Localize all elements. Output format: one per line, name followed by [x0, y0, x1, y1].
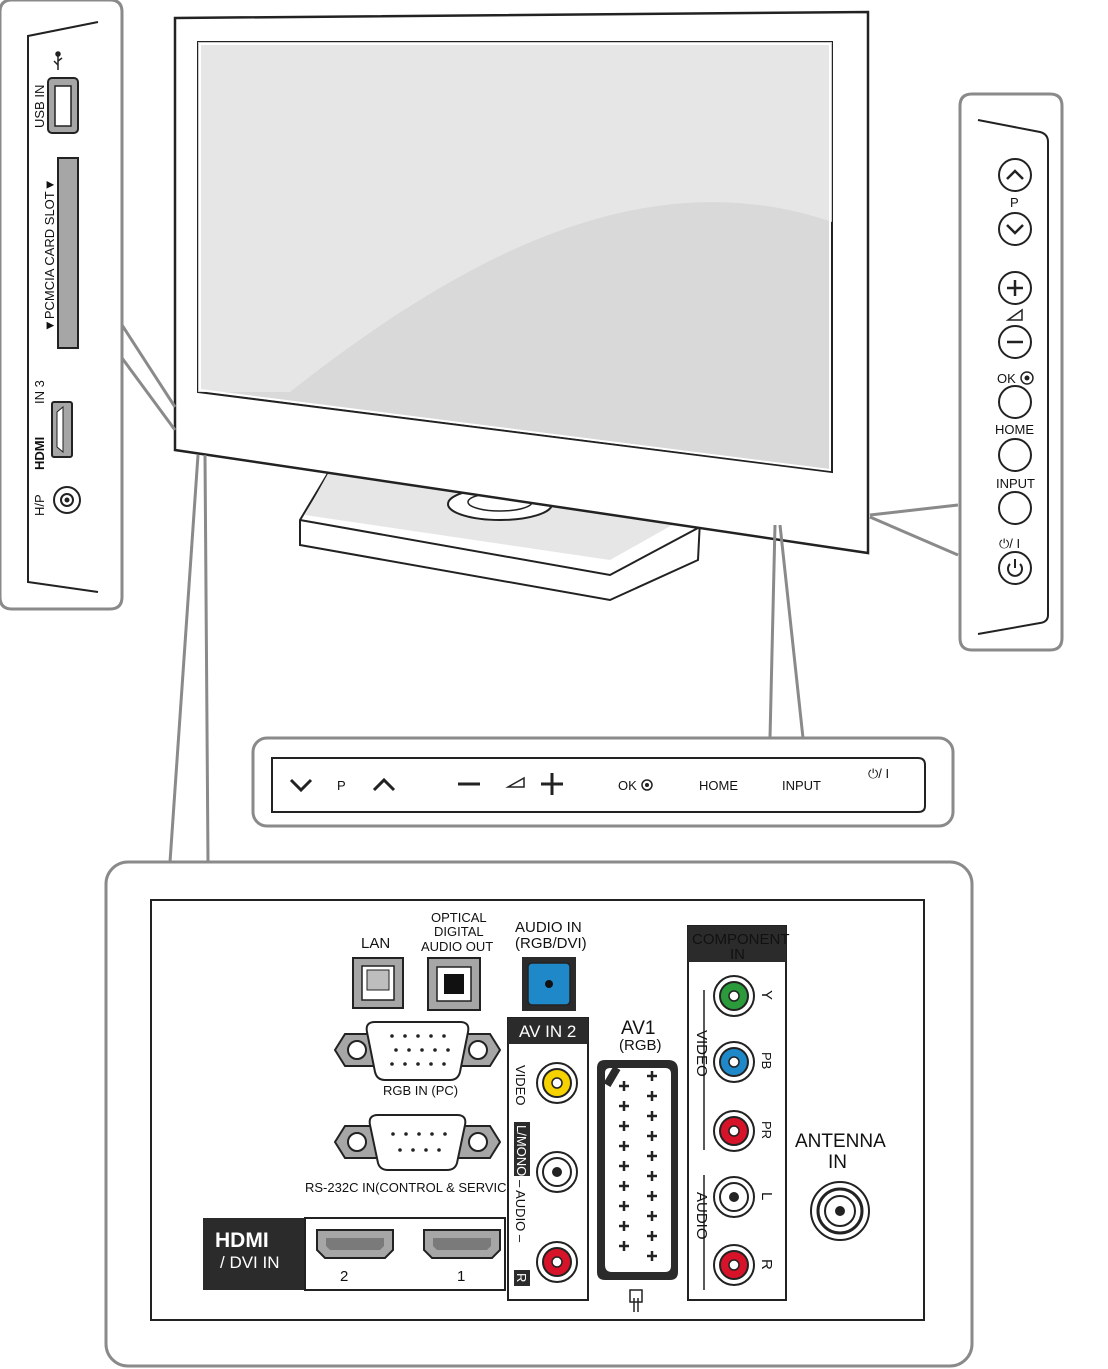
optical-label-2: DIGITAL [434, 924, 484, 939]
component-pb-jack[interactable] [713, 1041, 755, 1083]
hdmi-in3-label: IN 3 [32, 380, 47, 404]
volume-up-key[interactable] [541, 773, 563, 795]
side-connection-panel: USB IN ▼PCMCIA CARD SLOT▼ HDMI IN 3 H/P [0, 0, 124, 611]
dvi-in-label: / DVI IN [220, 1253, 280, 1272]
component-pr-jack[interactable] [713, 1110, 755, 1152]
home-key-bottom[interactable]: HOME [699, 778, 738, 793]
component-audio-r-jack[interactable] [713, 1244, 755, 1286]
volume-icon-right [1005, 308, 1023, 321]
av-in2-audio-label: – AUDIO – [513, 1180, 528, 1243]
av1-scart-port[interactable] [597, 1060, 678, 1280]
av-in2-badge [508, 1018, 588, 1044]
headphone-label: H/P [32, 494, 47, 516]
channel-up-button[interactable] [998, 158, 1032, 192]
component-l-label: L [758, 1192, 775, 1200]
av-in2-r-label: R [514, 1273, 529, 1282]
channel-down-button[interactable] [998, 212, 1032, 246]
component-pr-label: PR [759, 1121, 774, 1139]
channel-down-key[interactable] [289, 778, 313, 793]
input-label-right: INPUT [996, 476, 1035, 491]
hdmi-port-1[interactable] [423, 1229, 501, 1259]
channel-up-key[interactable] [372, 777, 396, 792]
channel-label-right: P [1010, 195, 1019, 210]
antenna-label-2: IN [828, 1152, 847, 1173]
component-y-jack[interactable] [713, 975, 755, 1017]
hdmi-logo-rear: HDMI [215, 1229, 269, 1252]
av1-rgb-label: (RGB) [619, 1037, 662, 1054]
antenna-label-1: ANTENNA [795, 1131, 886, 1152]
power-button-right[interactable] [998, 551, 1032, 585]
hdmi-logo-side: HDMI [32, 437, 47, 470]
av-in2-video-label: VIDEO [513, 1065, 528, 1105]
ok-label-right: OK [997, 371, 1016, 386]
lan-label: LAN [361, 935, 390, 952]
volume-icon-bottom [505, 776, 525, 788]
side-control-panel: P OK HOME INPUT ⏻/ I [958, 92, 1064, 652]
rgb-in-pc-port[interactable] [333, 1021, 502, 1081]
hdmi-dvi-badge [203, 1218, 305, 1290]
antenna-in-jack[interactable] [810, 1181, 870, 1241]
audio-in-rgb-dvi-jack[interactable] [522, 957, 576, 1011]
component-video-label: VIDEO [693, 1030, 710, 1077]
hdmi-port-2[interactable] [316, 1229, 394, 1259]
front-touch-panel: P OK HOME INPUT ⏻/ I [251, 736, 955, 828]
ground-screw-icon [629, 1289, 643, 1312]
volume-down-button[interactable] [998, 325, 1032, 359]
volume-up-button[interactable] [998, 271, 1032, 305]
pcmcia-card-slot[interactable] [57, 157, 79, 349]
ok-dot-icon [1020, 371, 1034, 385]
hdmi-port-1-label: 1 [457, 1268, 465, 1285]
optical-label-1: OPTICAL [431, 910, 487, 925]
rgb-in-label: RGB IN (PC) [383, 1083, 458, 1098]
tv-screen-reflection [198, 42, 832, 392]
optical-label-3: AUDIO OUT [421, 939, 493, 954]
ok-button-right[interactable] [998, 385, 1032, 419]
power-key-bottom[interactable]: ⏻/ I [868, 766, 889, 781]
component-audio-label: AUDIO [693, 1192, 710, 1240]
audio-in-label-1: AUDIO IN [515, 919, 582, 936]
av1-label: AV1 [621, 1018, 656, 1039]
hdmi-port-2-label: 2 [340, 1268, 348, 1285]
av-in2-video-jack[interactable] [536, 1062, 578, 1104]
av-in2-label: AV IN 2 [519, 1022, 576, 1041]
rs232c-label: RS-232C IN(CONTROL & SERVICE) [305, 1180, 520, 1195]
callout-lines [120, 324, 959, 863]
input-button-right[interactable] [998, 491, 1032, 525]
tv-illustration [173, 10, 870, 602]
pcmcia-label: ▼PCMCIA CARD SLOT▼ [42, 178, 57, 332]
audio-in-label-2: (RGB/DVI) [515, 935, 587, 952]
av-in2-audio-l-jack[interactable] [536, 1151, 578, 1193]
component-y-label: Y [758, 990, 775, 1000]
channel-label-bottom: P [337, 778, 346, 793]
component-pb-label: PB [759, 1052, 774, 1069]
component-in-label-1: COMPONENT [692, 931, 790, 948]
av-in2-audio-r-jack[interactable] [536, 1241, 578, 1283]
optical-audio-out-port[interactable] [427, 957, 481, 1011]
ok-key-bottom[interactable]: OK [618, 778, 637, 793]
rear-connection-panel: LAN OPTICAL DIGITAL AUDIO OUT AUDIO IN (… [104, 860, 974, 1368]
ok-dot-icon-bottom [641, 779, 653, 791]
input-key-bottom[interactable]: INPUT [782, 778, 821, 793]
component-in-badge [688, 926, 786, 962]
lan-port[interactable] [352, 957, 404, 1009]
component-audio-l-jack[interactable] [713, 1176, 755, 1218]
usb-in-label: USB IN [32, 85, 47, 128]
power-label-right: ⏻/ I [999, 536, 1020, 551]
av-in2-lmono-label: L/MONO [514, 1125, 529, 1176]
component-r-label: R [758, 1259, 775, 1270]
rs232c-port[interactable] [333, 1114, 502, 1171]
home-button-right[interactable] [998, 438, 1032, 472]
home-label-right: HOME [995, 422, 1034, 437]
tv-stand-top [299, 519, 699, 577]
usb-icon [53, 51, 63, 70]
component-in-label-2: IN [730, 946, 745, 963]
